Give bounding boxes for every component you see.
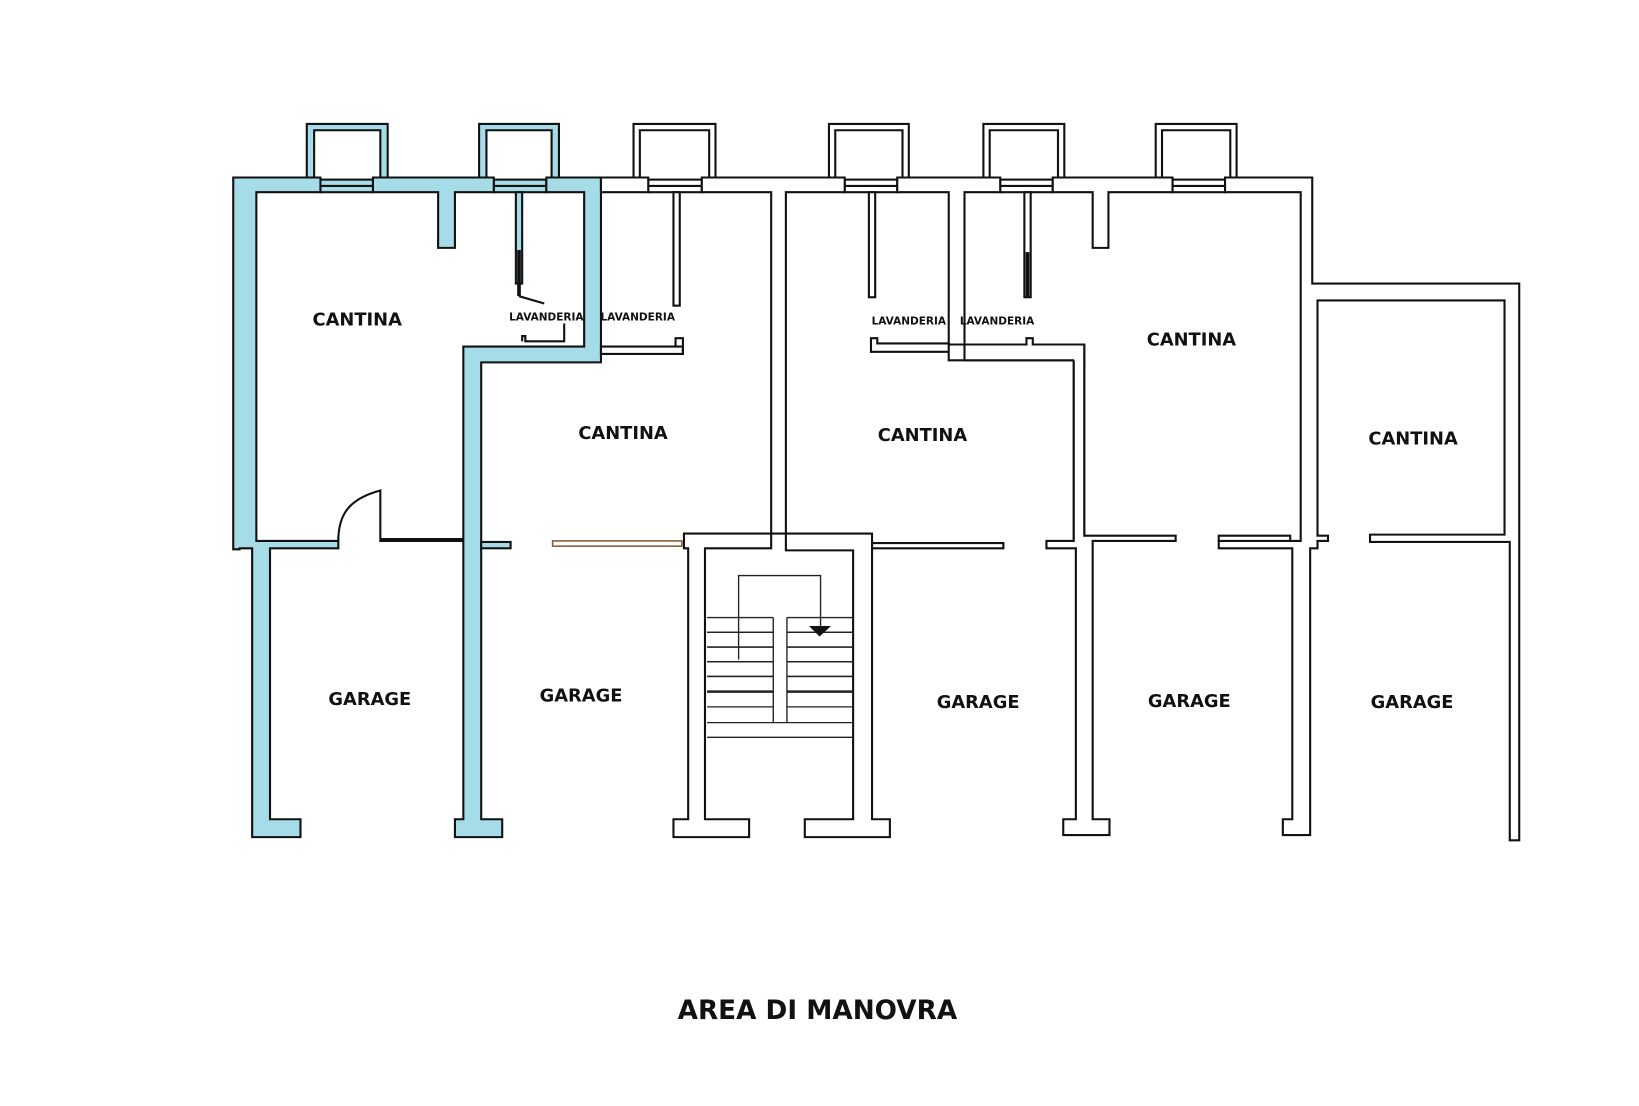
unit-1-lavanderia-label: LAVANDERIA [509,311,584,323]
unit-2-lavanderia-label: LAVANDERIA [601,311,676,323]
unit-5-cantina-label: CANTINA [1368,428,1458,449]
unit-2-garage-label: GARAGE [540,686,623,707]
stair-direction-line [737,574,822,660]
room-labels: CANTINA LAVANDERIA GARAGE CANTINA LAVAND… [313,310,1458,1026]
unit-1-walls [232,176,603,839]
maneuvering-area-label: AREA DI MANOVRA [678,996,958,1026]
unit-4-lavanderia-label: LAVANDERIA [960,316,1035,328]
unit-4-garage-label: GARAGE [1148,691,1231,712]
unit-3-cantina-label: CANTINA [878,425,968,446]
unit-5-garage-label: GARAGE [1371,692,1454,713]
unit-2-cantina-label: CANTINA [578,423,668,444]
unit-3-garage-label: GARAGE [937,692,1020,713]
unit-1-cantina-label: CANTINA [313,310,403,331]
unit-4-cantina-label: CANTINA [1147,330,1237,351]
arrow-down-icon [808,625,832,637]
stair-treads-left [707,616,774,708]
staircase [707,574,854,739]
unit-3-lavanderia-label: LAVANDERIA [872,316,947,328]
building-walls [551,176,1521,842]
unit-1-garage-label: GARAGE [328,689,411,710]
